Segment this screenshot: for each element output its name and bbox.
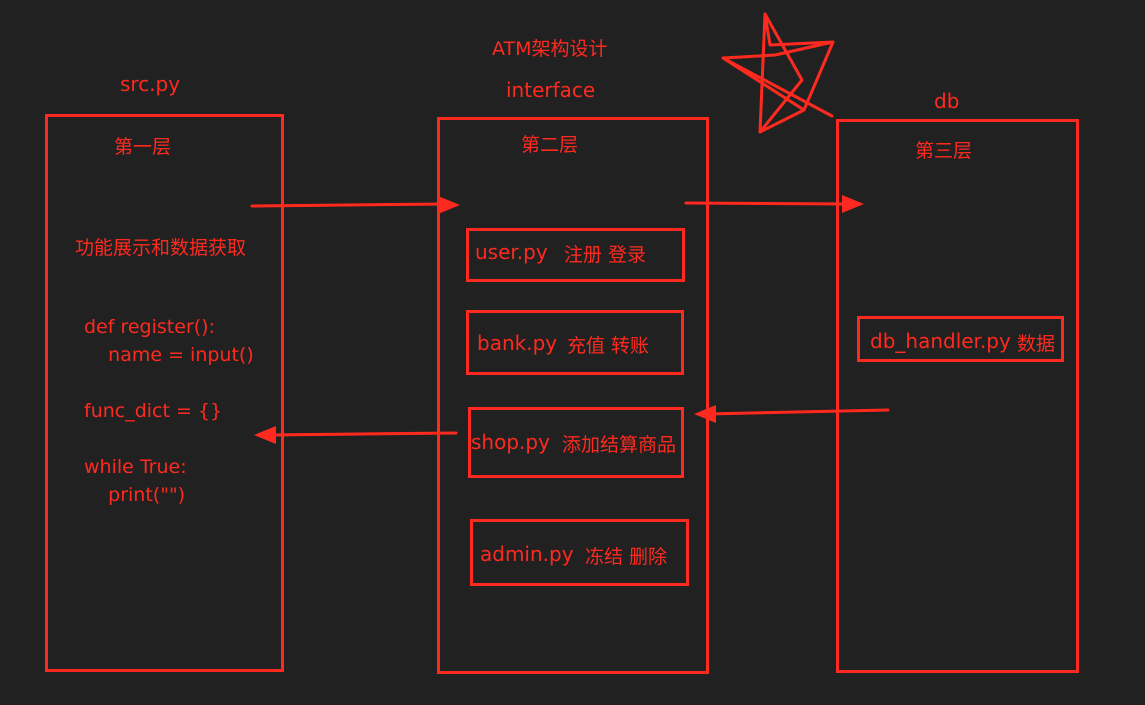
module-box-bank <box>466 310 684 375</box>
code-line: print("") <box>84 484 186 506</box>
layer3-header: db <box>934 89 960 113</box>
arrow-layer1-to-layer2 <box>250 202 447 208</box>
module-file-admin: admin.py <box>480 542 574 566</box>
module-desc-shop: 添加结算商品 <box>562 434 677 456</box>
diagram-title: ATM架构设计 <box>492 38 608 60</box>
layer1-box <box>45 114 284 672</box>
code-line: func_dict = {} <box>84 400 223 422</box>
code-line: while True: <box>84 456 187 478</box>
code-line: name = input() <box>84 344 254 366</box>
arrowhead-left-icon <box>254 426 276 444</box>
layer1-description: 功能展示和数据获取 <box>75 237 247 259</box>
module-file-bank: bank.py <box>477 331 558 355</box>
arrowhead-right-icon <box>842 195 864 213</box>
layer3-name: 第三层 <box>915 140 973 162</box>
code-line: def register(): <box>84 316 215 338</box>
arrow-layer3-to-shop <box>706 408 890 416</box>
module-box-shop <box>468 407 684 478</box>
layer2-name: 第二层 <box>521 134 579 156</box>
db-handler-file: db_handler.py <box>870 329 1011 353</box>
module-desc-bank: 充值 转账 <box>567 335 650 357</box>
star-icon <box>721 12 835 134</box>
arrow-layer2-to-layer1 <box>268 431 458 437</box>
db-handler-desc: 数据 <box>1017 333 1056 355</box>
layer3-box <box>836 119 1079 673</box>
module-file-user: user.py <box>475 240 548 264</box>
module-desc-admin: 冻结 删除 <box>585 546 668 568</box>
module-box-admin <box>470 519 689 586</box>
module-box-user <box>466 228 685 282</box>
arrow-layer2-to-layer3 <box>684 201 852 206</box>
layer2-header: interface <box>506 78 596 102</box>
layer2-box <box>437 117 709 674</box>
module-file-shop: shop.py <box>471 430 550 454</box>
arrowhead-left-icon <box>694 405 716 423</box>
layer1-header: src.py <box>120 72 181 96</box>
db-handler-box <box>857 316 1064 362</box>
layer1-name: 第一层 <box>114 136 172 158</box>
module-desc-user: 注册 登录 <box>564 244 647 266</box>
arrowhead-right-icon <box>438 196 460 214</box>
